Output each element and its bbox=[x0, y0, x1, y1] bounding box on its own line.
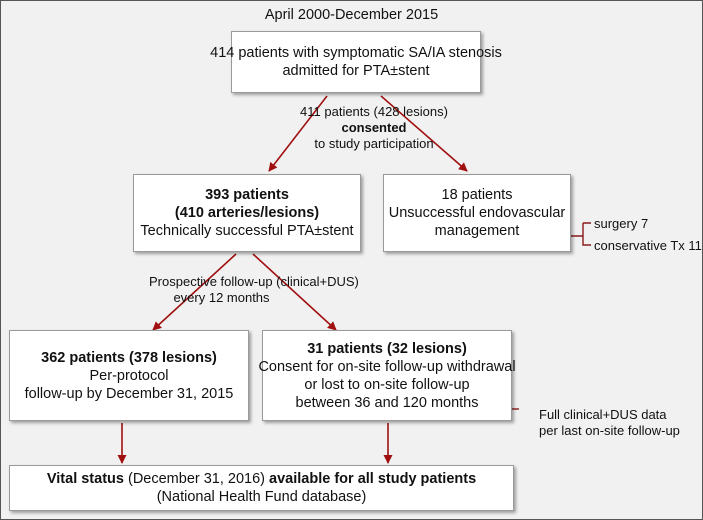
vital-line2: (National Health Fund database) bbox=[156, 489, 367, 505]
admitted-line2: admitted for PTA±stent bbox=[282, 63, 430, 79]
arrow-to-withdrawal bbox=[252, 253, 337, 331]
admitted-line1: 414 patients with symptomatic SA/IA sten… bbox=[210, 45, 502, 61]
successful-line3: Technically successful PTA±stent bbox=[140, 223, 354, 239]
box-unsuccessful: 18 patients Unsuccessful endovascular ma… bbox=[383, 174, 571, 252]
surgery-label: surgery 7 bbox=[594, 216, 649, 231]
vital-date: (December 31, 2016) bbox=[123, 471, 270, 487]
box-successful: 393 patients (410 arteries/lesions) Tech… bbox=[133, 174, 361, 252]
followup-label: Prospective follow-up (clinical+DUS) eve… bbox=[149, 274, 359, 306]
vital-status-heading: Vital status bbox=[46, 471, 124, 487]
bracket-outcomes bbox=[571, 222, 591, 246]
followup-line2: every 12 months bbox=[173, 290, 270, 305]
withdrawal-line1: 31 patients (32 lesions) bbox=[307, 340, 467, 357]
vital-line1: Vital status (December 31, 2016) availab… bbox=[47, 470, 476, 488]
arrow-to-unsuccessful bbox=[380, 95, 468, 172]
box-per-protocol: 362 patients (378 lesions) Per-protocol … bbox=[9, 330, 249, 421]
successful-line1: 393 patients bbox=[205, 187, 289, 203]
box-withdrawal: 31 patients (32 lesions) Consent for on-… bbox=[258, 330, 516, 421]
full-data-line2: per last on-site follow-up bbox=[539, 423, 680, 438]
withdrawal-line4: between 36 and 120 months bbox=[295, 394, 479, 411]
withdrawal-line2: Consent for on-site follow-up withdrawal bbox=[258, 358, 516, 375]
consent-line1: 411 patients (428 lesions) bbox=[300, 104, 448, 119]
box-vital-status: Vital status (December 31, 2016) availab… bbox=[9, 465, 514, 511]
arrow-to-per-protocol bbox=[152, 253, 237, 331]
unsuccessful-line2: Unsuccessful endovascular bbox=[388, 205, 566, 221]
per-protocol-lesions: (378 lesions) bbox=[124, 349, 217, 366]
full-data-label: Full clinical+DUS data per last on-site … bbox=[539, 407, 680, 439]
unsuccessful-line3: management bbox=[434, 223, 520, 239]
withdrawal-line3: or lost to on-site follow-up bbox=[304, 376, 470, 393]
successful-line2: (410 arteries/lesions) bbox=[174, 205, 320, 221]
full-data-line1: Full clinical+DUS data bbox=[539, 407, 667, 422]
conservative-label: conservative Tx 11 bbox=[594, 238, 702, 253]
unsuccessful-line1: 18 patients bbox=[441, 187, 513, 203]
followup-line1: Prospective follow-up (clinical+DUS) bbox=[149, 274, 359, 289]
per-protocol-count: 362 patients bbox=[41, 349, 125, 366]
per-protocol-line3: follow-up by December 31, 2015 bbox=[24, 385, 234, 402]
consent-label: 411 patients (428 lesions) consented to … bbox=[284, 104, 464, 152]
consent-line3: to study participation bbox=[314, 136, 434, 151]
per-protocol-line2: Per-protocol bbox=[89, 367, 169, 384]
consent-line2: consented bbox=[341, 120, 407, 135]
per-protocol-line1: 362 patients (378 lesions) bbox=[41, 349, 217, 367]
vital-availability: available for all study patients bbox=[269, 471, 477, 487]
date-range-title: April 2000-December 2015 bbox=[264, 7, 439, 23]
arrow-to-successful bbox=[268, 95, 328, 172]
box-admitted: 414 patients with symptomatic SA/IA sten… bbox=[210, 31, 502, 93]
